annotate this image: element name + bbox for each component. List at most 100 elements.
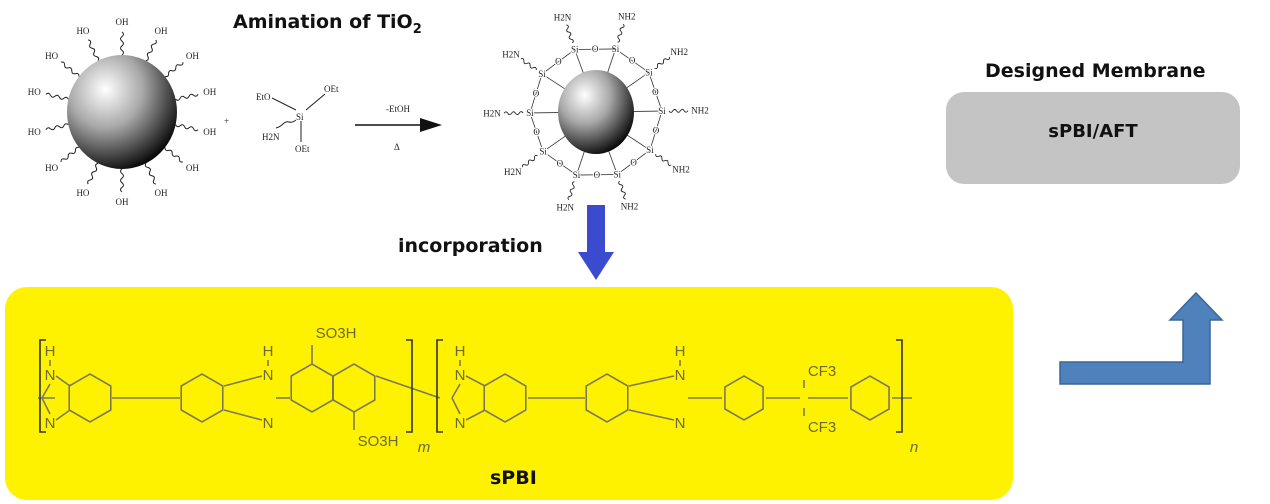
hydroxyl-label: HO xyxy=(45,163,58,173)
incorporation-label: incorporation xyxy=(398,235,543,257)
bond xyxy=(465,375,486,387)
wavy-bond xyxy=(87,162,99,185)
silane-si-label: Si xyxy=(296,112,304,122)
amine-label: NH2 xyxy=(672,165,690,175)
wavy-bond xyxy=(144,163,156,185)
bond xyxy=(451,397,461,415)
siloxane-bond xyxy=(615,48,650,73)
left-bracket-n xyxy=(436,339,443,433)
amine-label: NH2 xyxy=(671,47,689,57)
silicon-label: Si xyxy=(645,67,653,77)
amination-title: Amination of TiO2 xyxy=(233,11,422,37)
siloxane-bond xyxy=(529,73,543,114)
wavy-bond xyxy=(175,93,199,101)
right-bracket-n xyxy=(896,339,903,433)
aminosilane-molecule xyxy=(271,93,326,142)
bond xyxy=(41,383,51,399)
wavy-bond xyxy=(45,92,69,100)
designed-membrane-heading: Designed Membrane xyxy=(985,60,1206,82)
plus-sign: + xyxy=(224,116,229,126)
nitrogen-label: N xyxy=(263,415,274,432)
wavy-bond xyxy=(60,146,80,162)
wavy-bond xyxy=(521,154,538,168)
spbi-label: sPBI xyxy=(490,467,537,489)
reaction-arrow-head xyxy=(420,118,442,132)
nitrogen-label: N xyxy=(455,415,466,432)
siloxane-bond xyxy=(542,151,577,176)
hydroxyl-label: HO xyxy=(76,26,89,36)
silicon-label: Si xyxy=(571,45,579,55)
amine-label: H2N xyxy=(504,167,522,177)
hydroxyl-label: HO xyxy=(28,87,41,97)
hydroxyl-label: OH xyxy=(155,26,168,36)
bond xyxy=(55,375,71,387)
amine-label: H2N xyxy=(554,12,572,22)
hydroxyl-label: HO xyxy=(45,51,58,61)
trifluoromethyl-label-top: CF3 xyxy=(808,363,836,380)
hydroxyl-label: OH xyxy=(186,51,199,61)
bond xyxy=(223,375,263,387)
amine-label: NH2 xyxy=(621,202,639,212)
wavy-bond xyxy=(566,24,574,44)
hydroxyl-label: OH xyxy=(116,17,129,27)
amine-label: NH2 xyxy=(691,106,709,116)
silicon-label: Si xyxy=(526,108,534,118)
phenyl-ring xyxy=(724,375,764,421)
surface-bond xyxy=(607,149,618,175)
silane-eto-label: EtO xyxy=(256,92,271,102)
nitrogen-label: N xyxy=(263,367,274,384)
silane-amine-label: H2N xyxy=(262,132,280,142)
nitrogen-label: N xyxy=(45,415,56,432)
aminated-tio2-sphere xyxy=(558,70,634,154)
aromatic-ring xyxy=(180,373,224,423)
amine-label: NH2 xyxy=(618,11,636,21)
wavy-bond xyxy=(617,23,625,43)
bent-up-arrow xyxy=(1059,291,1224,385)
hydrogen-label: H xyxy=(675,343,686,360)
silane-oet-top-label: OEt xyxy=(324,84,339,94)
repeat-m-label: m xyxy=(418,439,431,456)
wavy-bond xyxy=(164,147,184,163)
surface-bond xyxy=(574,49,585,75)
wavy-bond xyxy=(654,56,671,70)
surface-bond xyxy=(626,72,650,89)
oxygen-label: O xyxy=(557,158,564,168)
membrane-box xyxy=(946,92,1240,184)
nitrogen-label: N xyxy=(675,415,686,432)
bond xyxy=(465,409,486,421)
aromatic-ring xyxy=(585,373,629,423)
silane-oet-bottom-label: OEt xyxy=(295,144,310,154)
oxygen-label: O xyxy=(630,157,637,167)
wavy-bond xyxy=(88,39,100,61)
oxygen-label: O xyxy=(594,170,601,180)
membrane-label: sPBI/AFT xyxy=(1048,121,1138,142)
hydrogen-label: H xyxy=(263,343,274,360)
hydrogen-label: H xyxy=(45,343,56,360)
siloxane-bond xyxy=(541,49,575,75)
wavy-bond xyxy=(655,154,672,166)
oxygen-label: O xyxy=(533,88,540,98)
nitrogen-label: N xyxy=(675,367,686,384)
wavy-bond xyxy=(164,62,184,78)
right-bracket-m xyxy=(406,339,413,433)
sulfonic-acid-label-top: SO3H xyxy=(316,325,357,342)
siloxane-bond xyxy=(648,72,663,112)
title-subscript: 2 xyxy=(413,22,422,37)
bond xyxy=(41,397,51,415)
hydrogen-label: H xyxy=(455,343,466,360)
siloxane-bond xyxy=(574,48,616,50)
silicon-label: Si xyxy=(614,169,622,179)
silicon-label: Si xyxy=(573,170,581,180)
wavy-bond xyxy=(120,31,124,56)
hydroxyl-label: OH xyxy=(203,87,216,97)
oxygen-label: O xyxy=(533,127,540,137)
siloxane-bond xyxy=(529,112,544,152)
bond xyxy=(451,383,461,399)
nitrogen-label: N xyxy=(45,367,56,384)
oxygen-label: O xyxy=(592,44,599,54)
wavy-bond xyxy=(145,39,157,62)
surface-bond xyxy=(541,73,566,90)
